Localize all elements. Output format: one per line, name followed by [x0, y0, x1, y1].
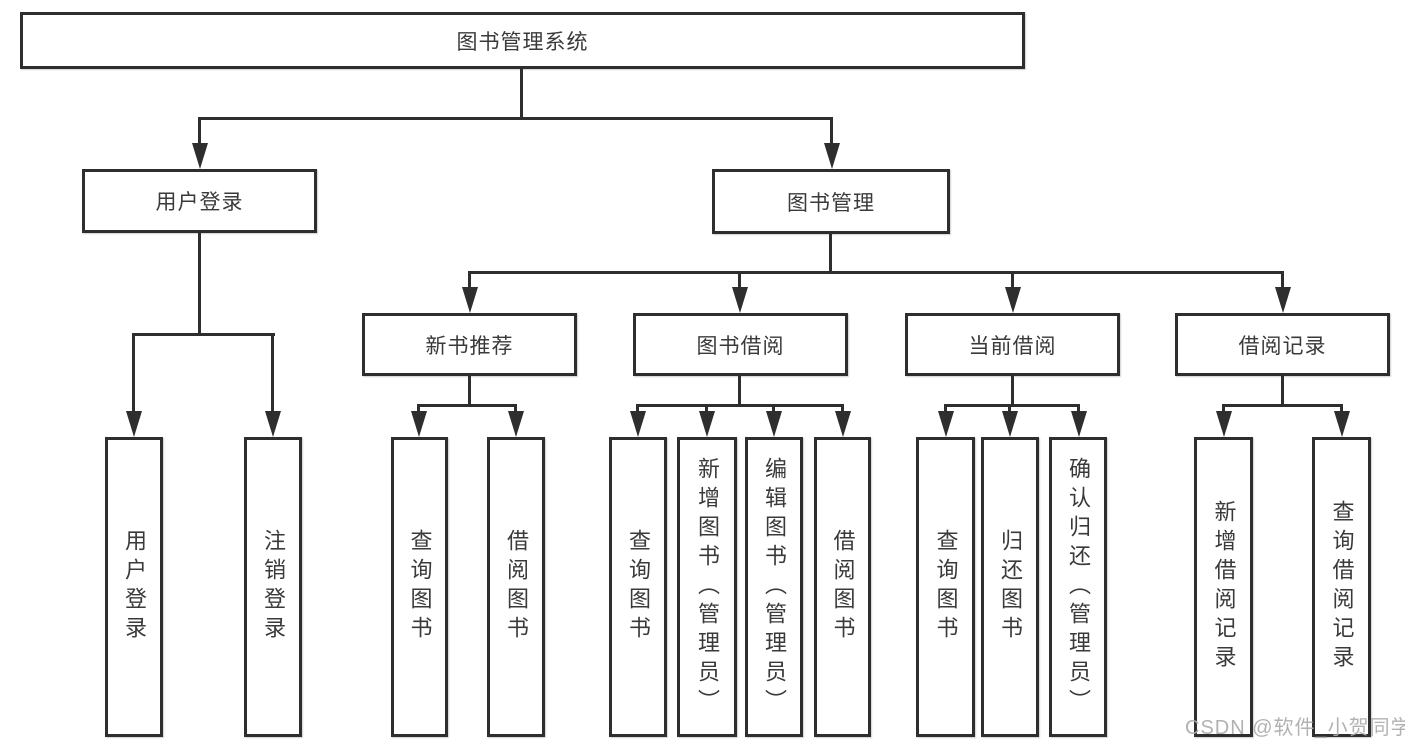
connector-line: [1011, 271, 1014, 291]
connector-line: [1222, 404, 1225, 416]
arrowhead-icon: [630, 411, 646, 437]
leaf-edit-book-admin-label: 编辑图书（管理员）: [762, 456, 787, 718]
connector-line: [944, 404, 1080, 407]
connector-line: [417, 404, 420, 416]
connector-line: [1281, 271, 1284, 291]
leaf-borrow-books-1-label: 借阅图书: [504, 529, 529, 645]
connector-line: [1340, 404, 1343, 416]
connector-line: [468, 376, 471, 407]
node-root: 图书管理系统: [20, 12, 1025, 69]
connector-line: [514, 404, 517, 416]
arrowhead-icon: [835, 411, 851, 437]
leaf-query-books-2-label: 查询图书: [626, 529, 651, 645]
leaf-confirm-return-admin-label: 确认归还（管理员）: [1066, 456, 1091, 718]
connector-line: [705, 404, 708, 416]
arrowhead-icon: [192, 143, 208, 169]
arrowhead-icon: [732, 287, 748, 313]
leaf-query-books-1: 查询图书: [391, 437, 448, 737]
connector-line: [944, 404, 947, 416]
arrowhead-icon: [824, 143, 840, 169]
leaf-user-login-label: 用户登录: [122, 529, 147, 645]
leaf-add-borrow-record: 新增借阅记录: [1194, 437, 1253, 737]
leaf-add-book-admin-label: 新增图书（管理员）: [695, 456, 720, 718]
connector-line: [829, 234, 832, 274]
arrowhead-icon: [766, 411, 782, 437]
leaf-query-books-3: 查询图书: [916, 437, 975, 737]
node-current-borrow: 当前借阅: [905, 313, 1120, 376]
connector-line: [417, 404, 517, 407]
connector-line: [520, 68, 523, 120]
connector-line: [841, 404, 844, 416]
arrowhead-icon: [411, 411, 427, 437]
connector-line: [198, 117, 201, 147]
leaf-return-book: 归还图书: [981, 437, 1039, 737]
node-book-borrow: 图书借阅: [633, 313, 848, 376]
arrowhead-icon: [1071, 411, 1087, 437]
connector-line: [132, 333, 135, 413]
node-book-borrow-label: 图书借阅: [696, 334, 785, 358]
leaf-query-borrow-record: 查询借阅记录: [1312, 437, 1371, 737]
node-book-management-label: 图书管理: [787, 191, 875, 215]
connector-line: [198, 117, 833, 120]
arrowhead-icon: [462, 287, 478, 313]
arrowhead-icon: [508, 411, 524, 437]
arrowhead-icon: [699, 411, 715, 437]
connector-line: [636, 404, 639, 416]
connector-line: [772, 404, 775, 416]
arrowhead-icon: [265, 411, 281, 437]
connector-line: [1222, 404, 1343, 407]
arrowhead-icon: [938, 411, 954, 437]
node-current-borrow-label: 当前借阅: [968, 334, 1057, 358]
node-root-label: 图书管理系统: [456, 30, 589, 54]
leaf-query-books-2: 查询图书: [609, 437, 667, 737]
connector-line: [1077, 404, 1080, 416]
connector-line: [1011, 376, 1014, 407]
connector-line: [468, 271, 471, 291]
leaf-borrow-books-1: 借阅图书: [487, 437, 545, 737]
leaf-add-borrow-record-label: 新增借阅记录: [1211, 500, 1237, 674]
node-new-book-recommend-label: 新书推荐: [425, 334, 514, 358]
node-new-book-recommend: 新书推荐: [362, 313, 577, 376]
connector-line: [1281, 376, 1284, 407]
leaf-add-book-admin: 新增图书（管理员）: [677, 437, 737, 737]
leaf-query-borrow-record-label: 查询借阅记录: [1329, 500, 1355, 674]
arrowhead-icon: [1216, 411, 1232, 437]
connector-line: [738, 271, 741, 291]
arrowhead-icon: [1334, 411, 1350, 437]
leaf-user-login: 用户登录: [105, 437, 163, 737]
leaf-query-books-3-label: 查询图书: [933, 529, 959, 645]
connector-line: [198, 233, 201, 335]
node-borrow-record: 借阅记录: [1175, 313, 1390, 376]
leaf-return-book-label: 归还图书: [998, 529, 1023, 645]
node-user-login-label: 用户登录: [155, 191, 244, 214]
connector-line: [636, 404, 844, 407]
leaf-confirm-return-admin: 确认归还（管理员）: [1049, 437, 1107, 737]
leaf-query-books-1-label: 查询图书: [407, 529, 433, 645]
leaf-logout: 注销登录: [244, 437, 302, 737]
arrowhead-icon: [126, 411, 142, 437]
arrowhead-icon: [1002, 411, 1018, 437]
connector-line: [738, 376, 741, 407]
connector-line: [1008, 404, 1011, 416]
connector-line: [468, 271, 1284, 274]
leaf-logout-label: 注销登录: [261, 529, 286, 645]
arrowhead-icon: [1275, 287, 1291, 313]
leaf-borrow-books-2: 借阅图书: [814, 437, 871, 737]
node-borrow-record-label: 借阅记录: [1238, 334, 1327, 358]
arrowhead-icon: [1005, 287, 1021, 313]
leaf-edit-book-admin: 编辑图书（管理员）: [745, 437, 803, 737]
connector-line: [830, 117, 833, 147]
node-book-management: 图书管理: [712, 169, 950, 234]
node-user-login: 用户登录: [82, 169, 317, 233]
connector-line: [271, 333, 274, 413]
leaf-borrow-books-2-label: 借阅图书: [830, 529, 856, 645]
connector-line: [132, 333, 275, 336]
csdn-watermark: CSDN @软件_小贺同学: [1185, 717, 1405, 739]
